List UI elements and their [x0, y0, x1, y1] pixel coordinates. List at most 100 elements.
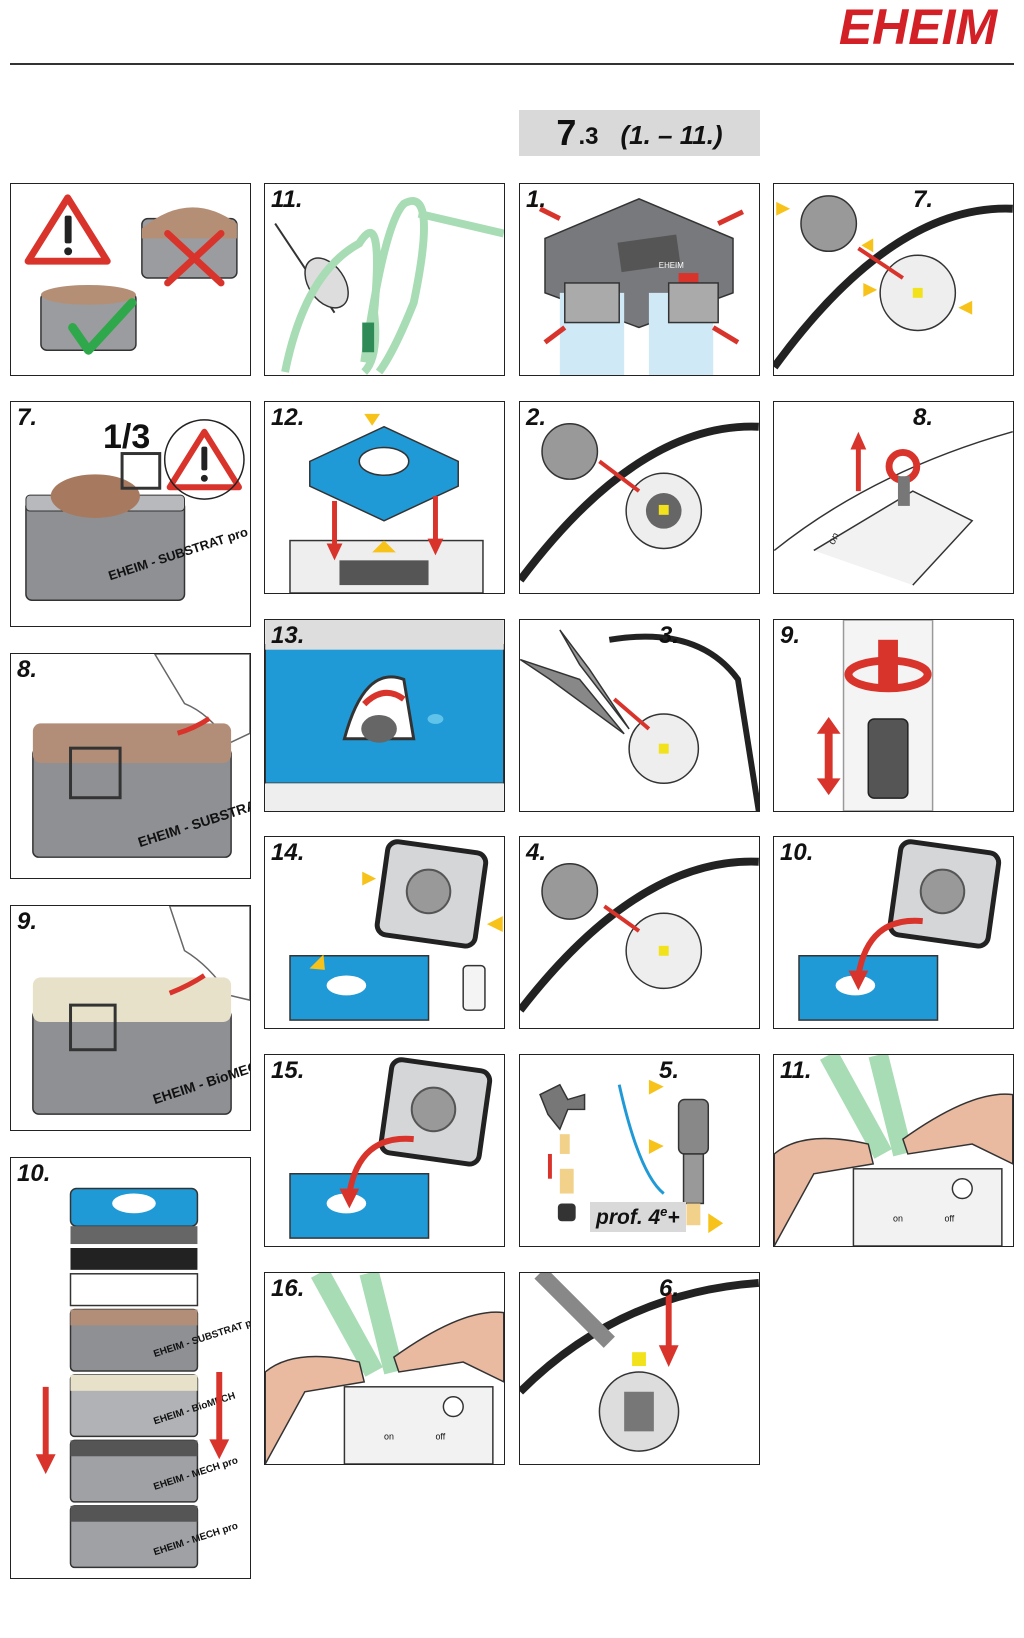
step-label: 13. [271, 622, 305, 649]
arrow-red-icon [543, 325, 567, 345]
step-label: 1. [526, 186, 547, 213]
basket-correct-icon [40, 284, 137, 355]
hose-icon [820, 1055, 892, 1159]
step-label: 8. [17, 656, 38, 683]
lubricant-bottle-icon [462, 964, 486, 1011]
arrow-yellow-icon [364, 413, 381, 426]
arrow-red-icon [598, 459, 641, 493]
impeller-cover-icon [800, 195, 858, 253]
arrow-yellow-icon [958, 300, 973, 315]
arrow-red-icon [362, 689, 406, 707]
logo-text: EHEIM [839, 0, 999, 52]
panel-step-4-impeller-remove: 4. [519, 836, 760, 1029]
arrow-yellow-icon [648, 1139, 664, 1154]
panel-step-7-impeller-install: 7. [773, 183, 1014, 376]
panel-step-15-mount-head: 15. [264, 1054, 505, 1247]
model-note: prof. 4e+ [590, 1202, 686, 1232]
panel-step-3-pliers: 3. [519, 619, 760, 812]
panel-step-10-mount-head: 10. [773, 836, 1014, 1029]
panel-step-13-latch: 13. [264, 619, 505, 812]
hand-icon [902, 1093, 1013, 1165]
header-rule [10, 63, 1014, 65]
panel-step-11-hoses-attach: 11. on off [773, 1054, 1014, 1247]
rubber-bushing-icon [557, 1203, 576, 1222]
arrow-red-icon [711, 325, 740, 345]
panel-step-1-open: 1. EHEIM [519, 183, 760, 376]
step-label: 16. [271, 1275, 305, 1302]
step-label: 7. [17, 404, 38, 431]
step-label: 5. [658, 1057, 679, 1084]
step-label: 9. [780, 622, 801, 649]
hand-icon [393, 1311, 504, 1383]
panel-step-10-stack: 10. EHEIM - SUBSTRAT pro EHEIM - BioMECH… [10, 1157, 251, 1579]
step-label: 3. [658, 622, 679, 649]
substrate-basket-icon [25, 452, 186, 601]
panel-step-6-insert: 6. [519, 1272, 760, 1465]
section-sub: .3 [578, 123, 599, 150]
panel-step-14-pump-head: 14. [264, 836, 505, 1029]
hose-icon [868, 1055, 913, 1157]
hose-icon [281, 228, 381, 375]
hand-icon [265, 1355, 366, 1464]
arrow-yellow-icon [362, 871, 377, 886]
switch-on-label: on [893, 1213, 903, 1223]
warning-icon [163, 419, 245, 500]
switch-on-label: on [826, 531, 842, 547]
step-label: 11. [271, 186, 303, 213]
fleece-pad-icon [69, 1273, 199, 1307]
warning-icon [24, 194, 111, 265]
panel-warning [10, 183, 251, 376]
section-badge: 7 .3 (1. – 11.) [519, 110, 760, 156]
arrow-yellow-icon [372, 540, 396, 553]
hose-icon [360, 197, 428, 375]
panel-step-16-hoses-attach: 16. on off [264, 1272, 505, 1465]
valve-body-icon [867, 718, 909, 799]
arrow-red-icon [612, 697, 651, 731]
step-label: 2. [526, 404, 547, 431]
arrow-red-icon [855, 917, 923, 977]
panel-step-9-valve-detail: 9. [773, 619, 1014, 812]
step-label: 9. [17, 908, 38, 935]
arrow-red-icon [603, 904, 641, 933]
tray-mech-icon: EHEIM - MECH pro [69, 1505, 239, 1569]
arrow-red-icon [717, 209, 744, 226]
arrow-yellow-icon [648, 1079, 664, 1095]
impeller-cover-icon [541, 423, 599, 480]
step-label: 12. [271, 404, 305, 431]
step-label: 4. [526, 839, 547, 866]
panel-step-5-impeller-parts: 5. prof. 4e+ [519, 1054, 760, 1247]
switch-on-label: on [384, 1431, 394, 1441]
arrow-yellow-icon [776, 201, 791, 216]
biomech-basket-icon [32, 1009, 232, 1115]
arrow-red-icon [168, 973, 206, 996]
tray-biomech-icon: EHEIM - BioMECH [69, 1374, 237, 1438]
substrate-basket-icon [32, 747, 232, 858]
panel-step-2-impeller-cover: 2. [519, 401, 760, 594]
arrow-yellow-icon [861, 238, 874, 253]
step-label: 15. [271, 1057, 305, 1084]
panel-step-8-fill-substrat: 8. EHEIM - SUBSTRAT pro [10, 653, 251, 879]
arrow-red-icon [538, 206, 561, 221]
panel-step-11-hoses: 11. [264, 183, 505, 376]
pouring-hand-icon [168, 906, 250, 1001]
panel-step-7-substrat: 7. 1/3 EHEIM - SUBSTRAT pro [10, 401, 251, 627]
section-number: 7 [556, 112, 577, 153]
bearing-icon [559, 1168, 574, 1194]
step-label: 7. [912, 186, 933, 213]
hand-icon [774, 1137, 875, 1246]
clip-icon [564, 282, 620, 324]
basket-wrong-icon [141, 207, 238, 287]
arrow-red-icon [176, 716, 211, 736]
valve-icon [885, 449, 921, 484]
step-label: 14. [271, 839, 305, 866]
impeller-icon [539, 1083, 586, 1131]
device-brand-text: EHEIM [659, 261, 684, 270]
impeller-cover-icon [541, 862, 599, 920]
pliers-icon [534, 1273, 615, 1348]
fill-fraction: 1/3 [103, 418, 151, 456]
step-label: 11. [780, 1057, 812, 1084]
tray-substrat-icon: EHEIM - SUBSTRAT pro [69, 1308, 250, 1372]
clip-icon [667, 282, 719, 324]
panel-step-12-lid: 12. [264, 401, 505, 594]
magnet-rotor-icon [677, 1098, 710, 1155]
